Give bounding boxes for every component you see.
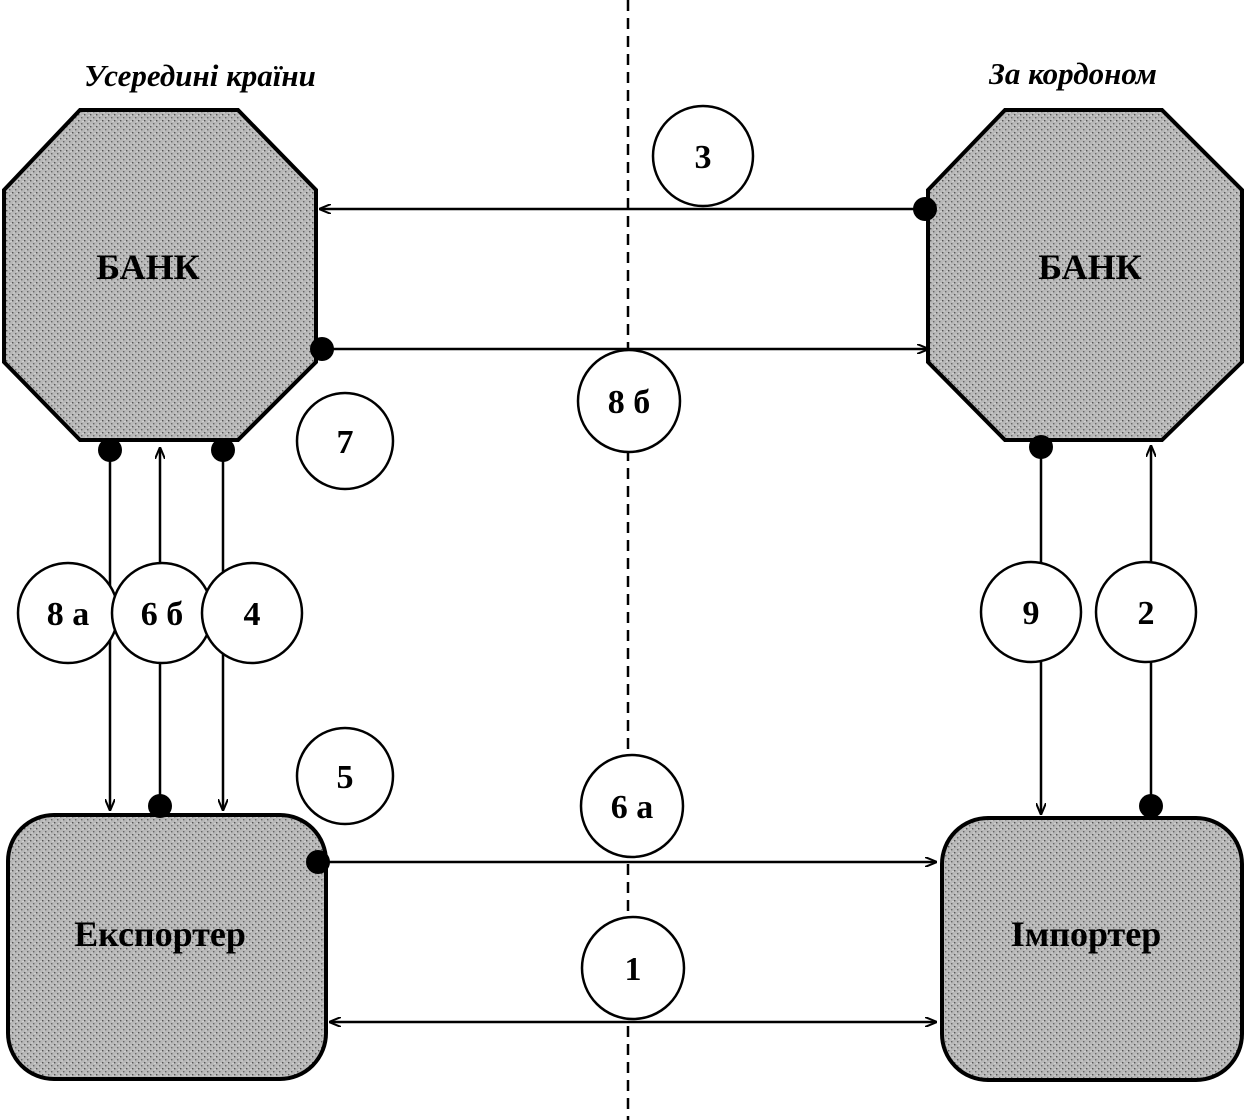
flow-6b-origin-dot	[148, 794, 172, 818]
step-5-label: 5	[337, 759, 354, 796]
step-8b: 8 б	[576, 348, 682, 454]
bank-domestic-node: БАНК	[2, 108, 318, 442]
step-6b-label: 6 б	[141, 596, 184, 633]
step-3: 3	[651, 104, 755, 208]
bank-foreign-node: БАНК	[926, 108, 1244, 442]
importer-box	[940, 816, 1244, 1082]
flow-6a-origin-dot	[306, 850, 330, 874]
step-7: 7	[295, 391, 395, 491]
step-8a-label: 8 а	[47, 596, 90, 633]
step-4: 4	[200, 561, 304, 665]
step-6b: 6 б	[110, 561, 214, 665]
step-7-label: 7	[337, 424, 354, 461]
step-3-label: 3	[695, 139, 712, 176]
importer-label: Імпортер	[1011, 914, 1162, 954]
importer-node: Імпортер	[940, 816, 1244, 1082]
step-4-label: 4	[244, 596, 261, 633]
step-2-label: 2	[1138, 595, 1155, 632]
step-5: 5	[295, 726, 395, 826]
flow-9-origin-dot	[1029, 435, 1053, 459]
exporter-node: Експортер	[6, 813, 328, 1081]
step-6a: 6 а	[579, 753, 685, 859]
step-1-label: 1	[625, 951, 642, 988]
step-2: 2	[1094, 560, 1198, 664]
step-9: 9	[979, 560, 1083, 664]
step-1: 1	[580, 915, 686, 1021]
bank-domestic-octagon	[2, 108, 318, 442]
flow-8b-origin-dot	[310, 337, 334, 361]
region-label-domestic: Усередині країни	[84, 58, 316, 93]
bank-domestic-label: БАНК	[96, 247, 199, 287]
flow-4-origin-dot	[211, 438, 235, 462]
step-8a: 8 а	[16, 561, 120, 665]
bank-foreign-octagon	[926, 108, 1244, 442]
flow-8a-origin-dot	[98, 438, 122, 462]
bank-foreign-label: БАНК	[1038, 247, 1141, 287]
step-8b-label: 8 б	[608, 384, 651, 421]
step-6a-label: 6 а	[611, 789, 654, 826]
exporter-label: Експортер	[74, 914, 246, 954]
flow-2-origin-dot	[1139, 794, 1163, 818]
region-label-abroad: За кордоном	[988, 56, 1157, 91]
flow-3-origin-dot	[913, 197, 937, 221]
step-9-label: 9	[1023, 595, 1040, 632]
